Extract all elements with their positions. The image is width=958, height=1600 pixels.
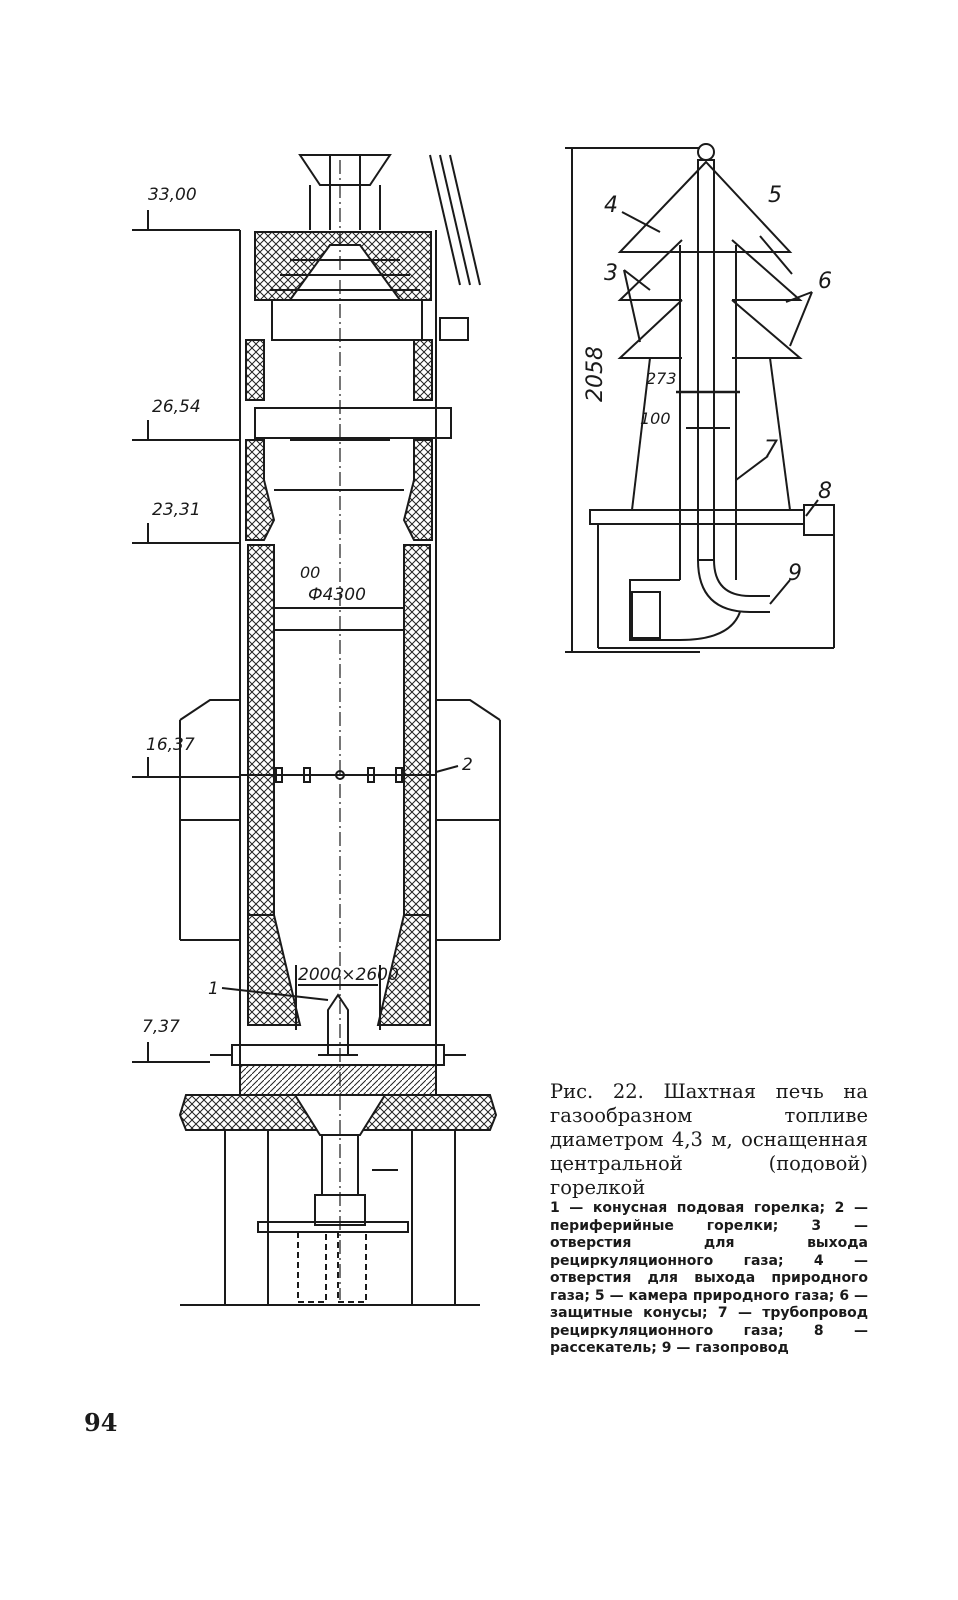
callout-2: 2 xyxy=(462,755,473,775)
elevation-33-00: 33,00 xyxy=(148,185,197,205)
elevation-23-31: 23,31 xyxy=(152,500,201,520)
small-mark: 00 xyxy=(300,563,320,582)
figure-caption: Рис. 22. Шахтная печь на газообразном то… xyxy=(550,1080,868,1199)
diameter-label: Ф4300 xyxy=(308,585,366,605)
elevation-16-37: 16,37 xyxy=(146,735,195,755)
callout-1: 1 xyxy=(208,979,219,999)
elevation-7-37: 7,37 xyxy=(142,1017,180,1037)
figure-legend: 1 — конусная подовая горелка; 2 — перифе… xyxy=(550,1200,868,1356)
elevation-26-54: 26,54 xyxy=(152,397,201,417)
opening-label: 2000×2600 xyxy=(298,965,399,985)
page-number: 94 xyxy=(84,1408,118,1437)
